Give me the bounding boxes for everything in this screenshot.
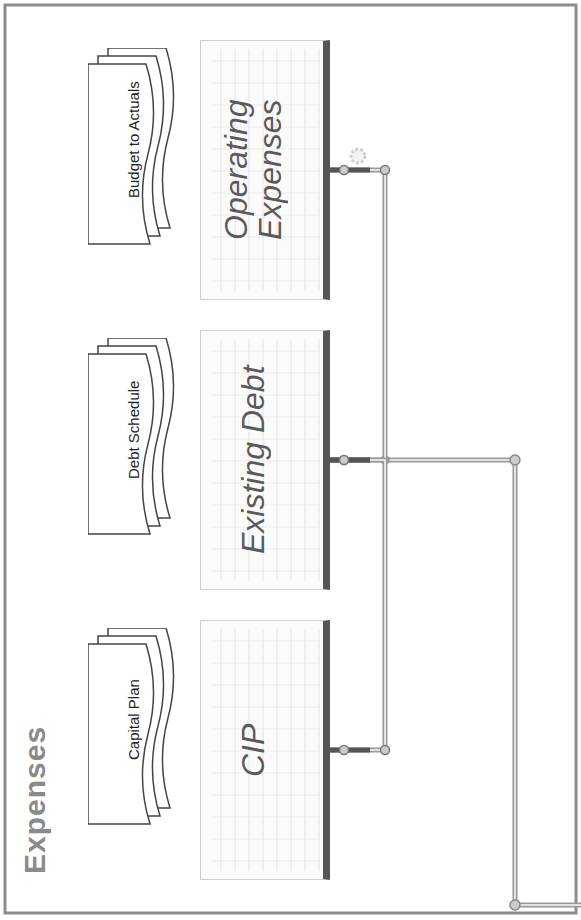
- connector-line: [330, 166, 390, 465]
- document-node: Capital Plan: [88, 628, 180, 828]
- table-node: CIP: [200, 620, 330, 880]
- table-label: Existing Debt: [215, 331, 291, 589]
- gear-icon: [351, 149, 365, 163]
- connector-line: [330, 456, 390, 755]
- document-label: Budget to Actuals: [110, 60, 158, 220]
- document-label: Debt Schedule: [110, 350, 158, 510]
- document-label: Capital Plan: [110, 640, 158, 800]
- table-label: Operating Expenses: [215, 41, 291, 299]
- document-node: Debt Schedule: [88, 338, 180, 538]
- document-node: Budget to Actuals: [88, 48, 180, 248]
- table-node: Existing Debt: [200, 330, 330, 590]
- table-node: Operating Expenses: [200, 40, 330, 300]
- diagram-heading: Expenses: [10, 700, 60, 900]
- table-label: CIP: [215, 621, 291, 879]
